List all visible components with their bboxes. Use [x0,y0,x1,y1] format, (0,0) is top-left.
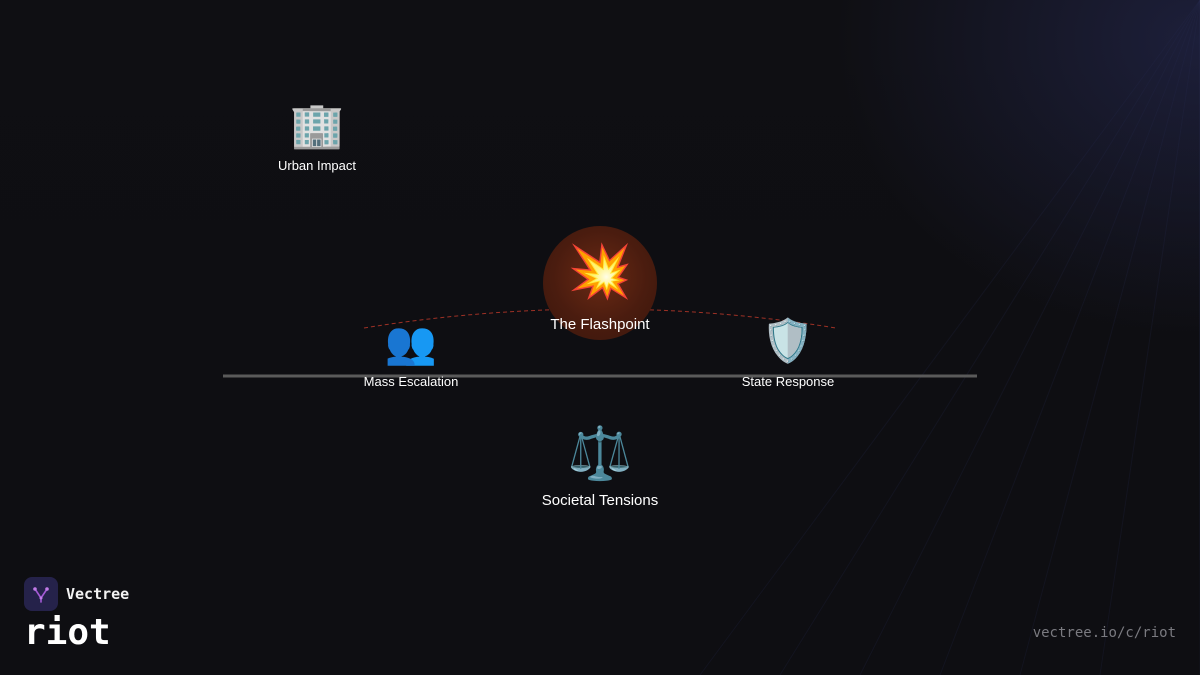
node-urban-impact[interactable]: 🏢 Urban Impact [277,101,357,174]
node-label: Mass Escalation [363,374,459,389]
node-label: State Response [741,374,835,389]
shield-icon: 🛡️ [761,317,815,364]
collision-icon: 💥 [567,243,633,301]
flashpoint-orb[interactable] [543,226,657,340]
node-state-response[interactable]: 🛡️ State Response [741,317,835,390]
node-label: Societal Tensions [541,492,659,509]
brand: Vectree [24,577,129,611]
balance-scale-icon: ⚖️ [567,425,633,483]
office-building-icon: 🏢 [289,101,345,150]
node-societal-tensions[interactable]: ⚖️ Societal Tensions [542,428,658,509]
vectree-logo-icon[interactable] [24,577,58,611]
node-label: Urban Impact [277,158,357,173]
topic-title: riot [24,612,111,653]
people-icon: 👥 [384,319,438,366]
brand-name[interactable]: Vectree [66,585,130,603]
source-url[interactable]: vectree.io/c/riot [1032,625,1176,641]
node-mass-escalation[interactable]: 👥 Mass Escalation [363,319,459,390]
node-label-flashpoint: The Flashpoint [550,316,650,333]
